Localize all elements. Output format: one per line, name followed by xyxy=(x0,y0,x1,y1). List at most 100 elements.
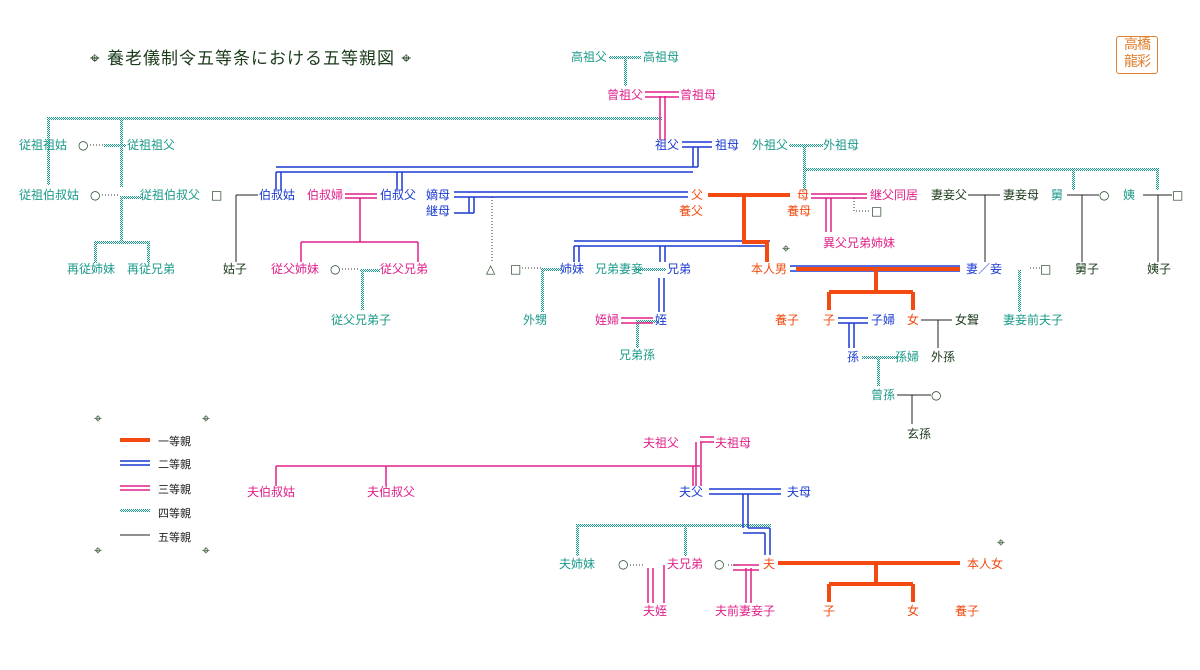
legend-rank4: 四等親 xyxy=(158,507,191,520)
person-otto-hakushuku-ko: 夫伯叔姑 xyxy=(247,485,296,499)
person-sai-jushimai: 再従姉妹 xyxy=(67,262,116,276)
person-yobo: 養母 xyxy=(787,204,812,218)
rank1-lines xyxy=(708,193,960,602)
person-shimai: 姉妹 xyxy=(560,262,585,276)
unknown-square: □ xyxy=(1040,262,1052,276)
rank4-lines xyxy=(47,56,1159,556)
ornament-icon: ⌖ xyxy=(997,535,1005,551)
unknown-square: □ xyxy=(1172,188,1184,202)
person-juhu-keitei: 従父兄弟 xyxy=(380,262,429,276)
seal-stamp: 高橋 龍彩 xyxy=(1116,36,1158,74)
person-musume2: 女 xyxy=(907,604,920,618)
person-otto-sobo: 夫祖母 xyxy=(715,436,752,450)
ornament-icon: ⌖ xyxy=(202,411,210,427)
rank3-lines xyxy=(275,91,867,603)
unknown-circle: ○ xyxy=(931,388,942,402)
unknown-circle: ○ xyxy=(1099,188,1110,202)
person-honnin-otoko: 本人男 xyxy=(751,262,788,276)
unknown-square: □ xyxy=(871,204,883,218)
person-ifu-keitei-shimai: 異父兄弟姉妹 xyxy=(823,236,896,250)
legend-lines xyxy=(120,438,150,536)
person-jusoshuku-ko: 従祖伯叔姑 xyxy=(19,188,80,202)
person-keitei-son: 兄弟孫 xyxy=(619,348,656,362)
person-sai-sho: 妻／妾 xyxy=(966,262,1003,276)
person-sousobo: 曾祖母 xyxy=(680,88,717,102)
unknown-circle: ○ xyxy=(618,557,629,571)
person-honnin-onna: 本人女 xyxy=(967,557,1004,571)
person-keitei: 兄弟 xyxy=(667,262,692,276)
dotted-lines xyxy=(90,144,1098,566)
ornament-icon: ⌖ xyxy=(90,49,101,69)
ornament-icon: ⌖ xyxy=(782,241,790,257)
person-otto: 夫 xyxy=(763,557,776,571)
person-hakushuku-ko: 伯叔姑 xyxy=(259,188,296,202)
person-kyushi: 舅子 xyxy=(1075,262,1100,276)
legend-rank2: 二等親 xyxy=(158,458,191,471)
person-gaisofu: 外祖父 xyxy=(752,138,789,152)
ornament-icon: ⌖ xyxy=(94,411,102,427)
person-ishi: 姨子 xyxy=(1147,262,1172,276)
unknown-square: □ xyxy=(211,188,223,202)
person-otto-keitei: 夫兄弟 xyxy=(667,557,704,571)
person-gaison: 外孫 xyxy=(931,350,956,364)
seal-line-1: 高橋 xyxy=(1124,37,1151,53)
unknown-square: □ xyxy=(510,262,522,276)
person-saishobo: 妻妾母 xyxy=(1003,188,1040,202)
person-otto-zen-saisho-shi: 夫前妻妾子 xyxy=(715,604,776,618)
person-gaisobo: 外祖母 xyxy=(823,138,860,152)
person-kyu: 舅 xyxy=(1051,188,1064,202)
person-otto-tetsu: 夫姪 xyxy=(643,604,668,618)
person-otto-hakushuku-fu: 夫伯叔父 xyxy=(367,485,416,499)
person-teppu: 姪婦 xyxy=(595,313,620,327)
person-genson: 玄孫 xyxy=(907,427,932,441)
person-joseki: 女聟 xyxy=(955,313,980,327)
person-juhu-keitei-shi: 従父兄弟子 xyxy=(331,313,392,327)
person-jusoshuku-fu: 従祖伯叔父 xyxy=(140,188,201,202)
unknown-circle: ○ xyxy=(714,557,725,571)
person-tekibo: 嫡母 xyxy=(426,188,451,202)
person-i: 姨 xyxy=(1123,188,1136,202)
person-sofu: 祖父 xyxy=(655,138,680,152)
person-keibo: 継母 xyxy=(426,204,451,218)
person-kousofu: 高祖父 xyxy=(571,50,608,64)
person-hakushuku-fu-wife: 伯叔婦 xyxy=(307,188,344,202)
person-sobo: 祖母 xyxy=(715,138,740,152)
person-juhu-shimai: 従父姉妹 xyxy=(271,262,320,276)
person-musume: 女 xyxy=(907,313,920,327)
person-soson: 曾孫 xyxy=(871,388,896,402)
person-otto-chichi: 夫父 xyxy=(679,485,704,499)
legend-rank3: 三等親 xyxy=(158,483,191,496)
person-yoshi2: 養子 xyxy=(955,604,980,618)
ornament-icon: ⌖ xyxy=(401,49,412,69)
title-text: 養老儀制令五等条における五等親図 xyxy=(106,49,395,69)
person-kousobo: 高祖母 xyxy=(643,50,680,64)
unknown-circle: ○ xyxy=(78,138,89,152)
unknown-circle: ○ xyxy=(330,262,341,276)
person-yofu: 養父 xyxy=(679,204,704,218)
ornament-icon: ⌖ xyxy=(94,543,102,559)
person-jusoshi: 従祖祖姑 xyxy=(19,138,68,152)
person-otto-haha: 夫母 xyxy=(787,485,812,499)
person-hakushuku-fu: 伯叔父 xyxy=(380,188,417,202)
ornament-icon: ⌖ xyxy=(202,543,210,559)
person-saisho-zenpu-shi: 妻妾前夫子 xyxy=(1003,313,1064,327)
person-chichi: 父 xyxy=(691,188,704,202)
unknown-triangle: △ xyxy=(486,262,496,276)
person-keitei-saisho: 兄弟妻妾 xyxy=(595,262,644,276)
person-ko2: 子 xyxy=(823,604,836,618)
person-jusosofu: 従祖祖父 xyxy=(127,138,176,152)
person-keifu-dokyo: 継父同居 xyxy=(870,188,919,202)
person-koshi: 姑子 xyxy=(223,262,248,276)
person-saishofu: 妻妾父 xyxy=(931,188,968,202)
person-otto-shimai: 夫姉妹 xyxy=(559,557,596,571)
person-tetsu: 姪 xyxy=(655,313,668,327)
legend-rank5: 五等親 xyxy=(158,531,191,544)
rank5-lines xyxy=(235,194,1172,424)
legend-rank1: 一等親 xyxy=(158,435,191,448)
person-sousofu: 曾祖父 xyxy=(607,88,644,102)
page-title: ⌖ 養老儀制令五等条における五等親図 ⌖ xyxy=(90,44,412,69)
person-yoshi: 養子 xyxy=(775,313,800,327)
person-haha: 母 xyxy=(797,188,810,202)
unknown-circle: ○ xyxy=(90,188,101,202)
person-mago: 孫 xyxy=(847,350,860,364)
